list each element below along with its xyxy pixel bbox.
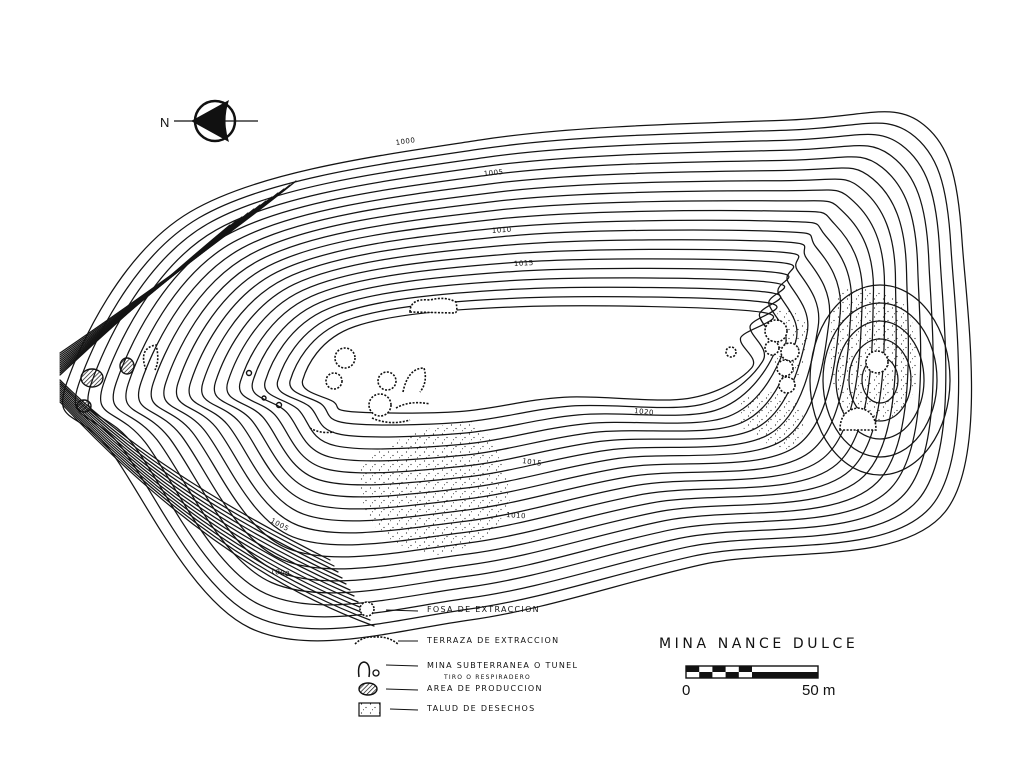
contour-line bbox=[301, 305, 775, 414]
legend-sublabel: TIRO O RESPIRADERO bbox=[443, 674, 531, 681]
contour-line bbox=[238, 258, 809, 474]
extraction-terrace bbox=[371, 417, 411, 424]
contour-line bbox=[138, 178, 897, 570]
contour-label: 1020 bbox=[634, 407, 655, 417]
scale-start-label: 0 bbox=[682, 682, 690, 699]
extraction-pit bbox=[764, 319, 788, 343]
contour-line bbox=[188, 219, 853, 522]
legend-item-tunel: MINA SUBTERRANEA O TUNEL TIRO O RESPIRAD… bbox=[357, 661, 578, 681]
legend-label: AREA DE PRODUCCION bbox=[427, 684, 543, 693]
contour-line bbox=[59, 379, 331, 561]
contour-line bbox=[201, 229, 842, 510]
production-area bbox=[80, 368, 104, 388]
contour-line bbox=[59, 399, 371, 621]
contour-line bbox=[150, 189, 886, 558]
tunnel-entrance bbox=[275, 401, 283, 409]
extraction-pit bbox=[334, 347, 356, 369]
extraction-terrace bbox=[142, 344, 159, 371]
extraction-pit bbox=[377, 371, 397, 391]
north-label: N bbox=[160, 115, 169, 130]
extraction-terrace bbox=[309, 427, 335, 434]
tunel-symbol bbox=[357, 661, 371, 678]
extraction-terrace bbox=[839, 407, 877, 431]
extraction-pit bbox=[780, 342, 800, 362]
tunnel-entrance bbox=[261, 395, 267, 401]
contour-line bbox=[59, 391, 355, 597]
extraction-terrace bbox=[402, 367, 427, 393]
contour-line bbox=[822, 302, 938, 458]
contour-label: 1010 bbox=[492, 226, 512, 235]
tunnel-entrances bbox=[245, 369, 283, 409]
contour-label: 1000 bbox=[395, 136, 416, 147]
contour-line bbox=[289, 296, 778, 426]
extraction-pit bbox=[776, 359, 794, 377]
contour-line bbox=[276, 286, 782, 438]
contour-label: 1005 bbox=[483, 168, 504, 178]
talud-area bbox=[740, 392, 804, 450]
legend-label: TALUD DE DESECHOS bbox=[426, 704, 536, 713]
extraction-pit bbox=[368, 393, 392, 417]
legend-item-fosa: FOSA DE EXTRACCION bbox=[359, 601, 540, 617]
contour-line bbox=[59, 387, 347, 585]
contour-label: 1015 bbox=[522, 457, 543, 468]
legend-label: FOSA DE EXTRACCION bbox=[427, 605, 540, 614]
legend-label: MINA SUBTERRANEA O TUNEL bbox=[427, 661, 578, 670]
contour-line bbox=[264, 277, 787, 450]
contour-label: 1010 bbox=[506, 511, 526, 520]
contour-line bbox=[61, 111, 973, 642]
contour-line bbox=[226, 248, 820, 486]
extraction-pit bbox=[325, 372, 343, 390]
production-areas bbox=[76, 357, 135, 413]
contour-line bbox=[59, 180, 297, 354]
contour-line bbox=[59, 401, 375, 627]
production-area bbox=[76, 399, 92, 413]
contour-line bbox=[163, 200, 875, 546]
extraction-pit bbox=[764, 340, 780, 356]
extraction-pit bbox=[865, 350, 889, 374]
extraction-pit bbox=[778, 376, 796, 394]
talud-area bbox=[360, 420, 510, 555]
contour-line bbox=[59, 389, 351, 591]
contour-label: 1015 bbox=[514, 259, 534, 268]
contour-line bbox=[59, 393, 359, 603]
contour-line bbox=[112, 156, 922, 594]
contour-line bbox=[213, 239, 831, 498]
legend-label: TERRAZA DE EXTRACCION bbox=[426, 636, 559, 645]
extraction-terrace bbox=[409, 297, 458, 314]
contour-line bbox=[59, 381, 335, 567]
extraction-pits bbox=[325, 319, 889, 417]
produccion-symbol bbox=[358, 682, 378, 696]
contour-line bbox=[74, 122, 960, 630]
contour-label: 1000 bbox=[270, 567, 291, 578]
scale-end-label: 50 m bbox=[802, 682, 835, 699]
extraction-terrace bbox=[395, 401, 431, 409]
extraction-pit bbox=[725, 346, 737, 358]
map-title: MINA NANCE DULCE bbox=[659, 636, 858, 652]
extraction-terraces bbox=[142, 297, 877, 434]
contour-line bbox=[175, 209, 864, 534]
scale-bar: 0 50 m bbox=[682, 665, 835, 699]
tunnel-entrance bbox=[245, 369, 253, 377]
legend-item-terraza: TERRAZA DE EXTRACCION bbox=[354, 636, 559, 645]
production-area bbox=[119, 357, 135, 375]
contour-line bbox=[87, 133, 947, 618]
contour-line bbox=[99, 144, 934, 606]
contour-line bbox=[59, 395, 363, 609]
contour-line bbox=[59, 383, 339, 573]
legend-item-produccion: AREA DE PRODUCCION bbox=[358, 682, 543, 696]
talud-symbol bbox=[358, 702, 381, 717]
fosa-symbol bbox=[359, 601, 375, 617]
north-arrow: N bbox=[160, 99, 258, 143]
contour-line bbox=[59, 385, 343, 579]
contour-line bbox=[59, 397, 367, 615]
terraza-symbol bbox=[354, 636, 399, 645]
contour-line bbox=[809, 284, 951, 476]
legend: FOSA DE EXTRACCION TERRAZA DE EXTRACCION… bbox=[354, 601, 578, 717]
legend-item-talud: TALUD DE DESECHOS bbox=[358, 702, 536, 717]
